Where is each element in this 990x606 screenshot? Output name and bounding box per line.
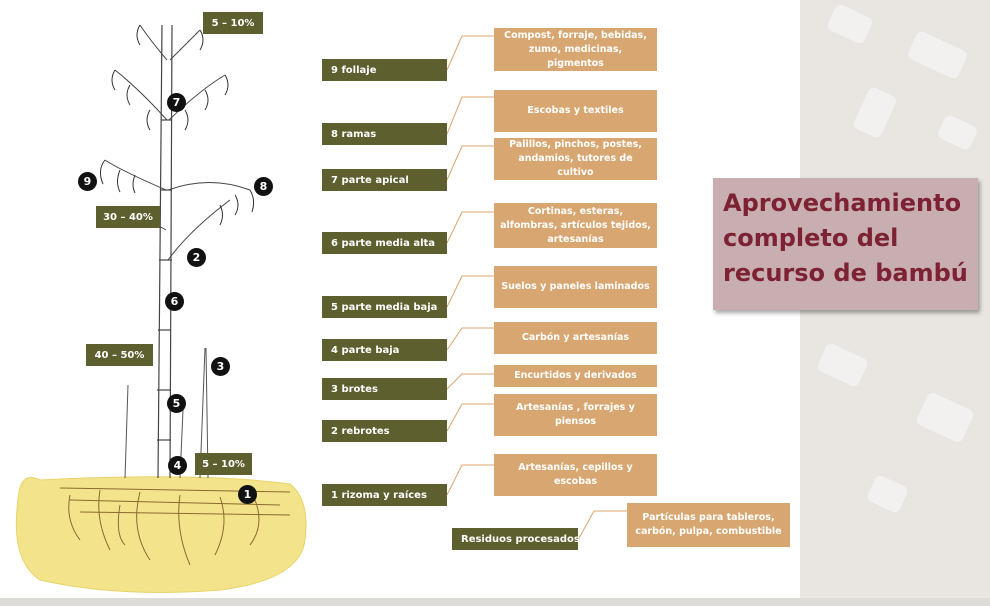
percentage-upper: 30 – 40% — [96, 206, 160, 228]
use-box-rebrotes: Artesanías , forrajes y piensos — [494, 394, 657, 436]
use-box-parte-media-alta: Cortinas, esteras, alfombras, artículos … — [494, 203, 657, 248]
marker-9: 9 — [78, 172, 97, 191]
part-label-parte-baja: 4 parte baja — [322, 339, 447, 361]
part-label-residuos: Residuos procesados — [452, 528, 580, 550]
marker-3: 3 — [211, 357, 230, 376]
title-line-1: Aprovechamiento — [723, 189, 962, 217]
part-label-parte-media-alta: 6 parte media alta — [322, 232, 447, 254]
part-label-rizoma-raices: 1 rizoma y raíces — [322, 484, 447, 506]
percentage-bottom: 5 – 10% — [195, 453, 252, 475]
marker-4: 4 — [168, 456, 187, 475]
marker-8: 8 — [254, 177, 273, 196]
marker-1: 1 — [238, 485, 257, 504]
marker-6: 6 — [165, 292, 184, 311]
use-box-parte-baja: Carbón y artesanías — [494, 322, 657, 354]
use-box-follaje: Compost, forraje, bebidas, zumo, medicin… — [494, 28, 657, 71]
title-line-3: recurso de bambú — [723, 259, 968, 287]
roots — [59, 487, 291, 566]
branches — [104, 24, 251, 261]
marker-7: 7 — [167, 93, 186, 112]
marker-5: 5 — [167, 394, 186, 413]
percentage-top: 5 – 10% — [203, 12, 263, 34]
use-box-ramas: Escobas y textiles — [494, 90, 657, 132]
title-line-2: completo del — [723, 224, 899, 252]
use-box-parte-apical: Palillos, pinchos, postes, andamios, tut… — [494, 138, 657, 180]
bottom-strip — [0, 598, 990, 606]
use-box-parte-media-baja: Suelos y paneles laminados — [494, 266, 657, 308]
marker-2: 2 — [187, 248, 206, 267]
part-label-parte-media-baja: 5 parte media baja — [322, 296, 447, 318]
percentage-middle: 40 – 50% — [86, 344, 153, 366]
part-label-ramas: 8 ramas — [322, 123, 447, 145]
use-box-rizoma-raices: Artesanías, cepillos y escobas — [494, 454, 657, 496]
part-label-parte-apical: 7 parte apical — [322, 169, 447, 191]
leaves — [99, 24, 255, 226]
soil-area — [15, 476, 307, 593]
use-box-residuos: Partículas para tableros, carbón, pulpa,… — [627, 503, 790, 547]
part-label-rebrotes: 2 rebrotes — [322, 420, 447, 442]
part-label-brotes: 3 brotes — [322, 378, 447, 400]
use-box-brotes: Encurtidos y derivados — [494, 365, 657, 387]
part-label-follaje: 9 follaje — [322, 59, 447, 81]
title-box: Aprovechamiento completo del recurso de … — [713, 178, 978, 310]
